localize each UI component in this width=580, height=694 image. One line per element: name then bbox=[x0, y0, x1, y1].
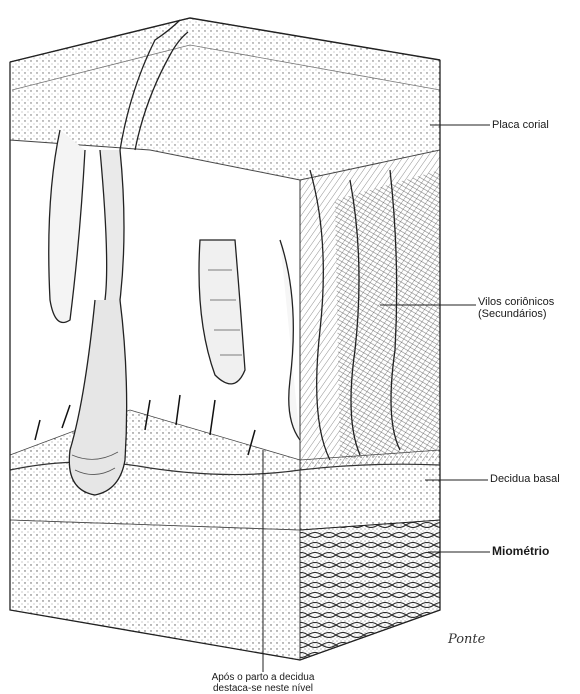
label-vilos-line1: Vilos coriônicos bbox=[478, 297, 554, 308]
artist-signature: Ponte bbox=[448, 632, 485, 647]
myometrium-layer bbox=[10, 520, 300, 660]
label-placa-corial: Placa corial bbox=[492, 120, 549, 131]
label-decidua-basal: Decidua basal bbox=[490, 474, 560, 485]
caption-line2: destaca-se neste nível bbox=[183, 684, 343, 694]
villus-center bbox=[199, 240, 245, 384]
label-vilos-line2: (Secundários) bbox=[478, 309, 546, 320]
villus-loop bbox=[69, 300, 126, 495]
label-miometrio: Miométrio bbox=[492, 546, 549, 557]
caption-line1: Após o parto a decidua bbox=[183, 673, 343, 683]
villus-left bbox=[49, 130, 85, 323]
